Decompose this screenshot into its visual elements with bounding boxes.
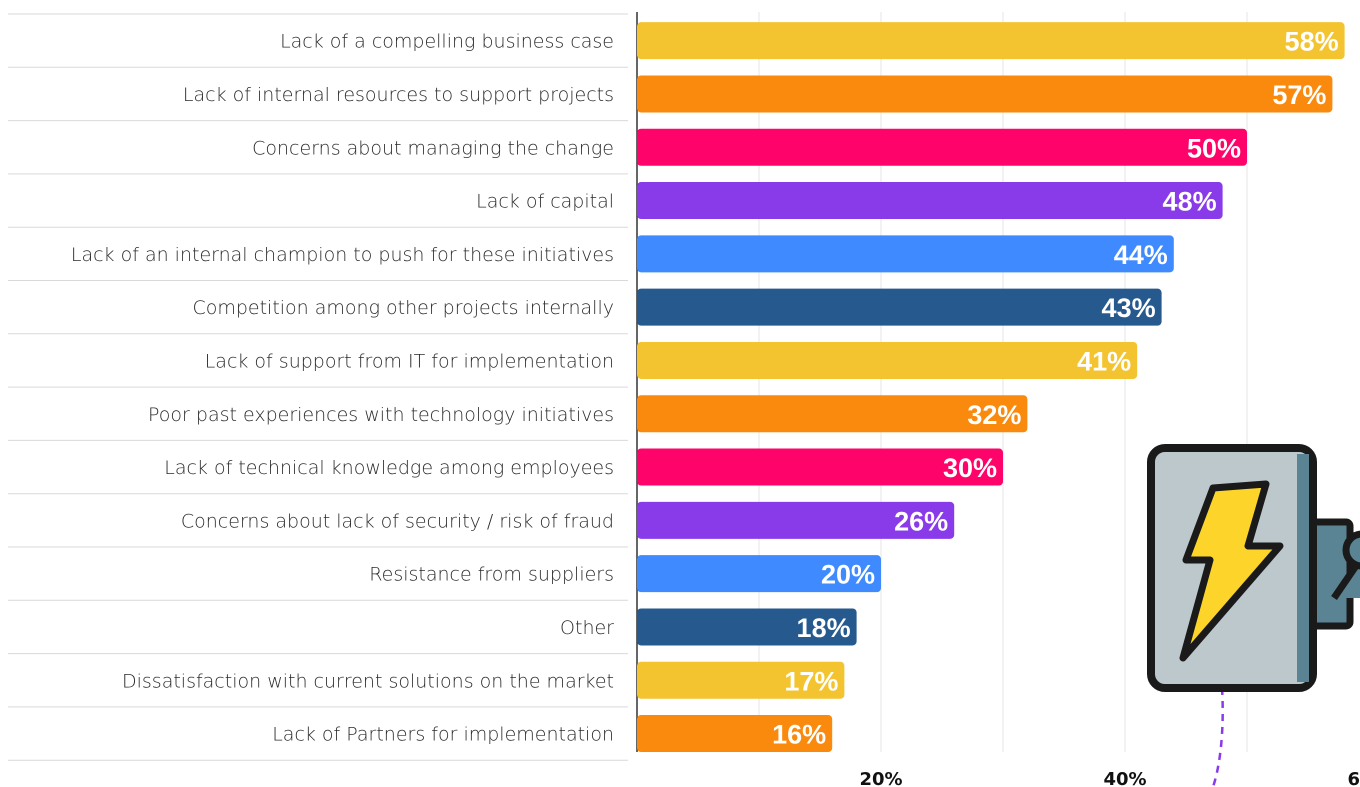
bar [637, 395, 1028, 433]
category-label: Concerns about managing the change [252, 137, 614, 159]
category-label: Competition among other projects interna… [192, 297, 614, 319]
bar [637, 128, 1247, 166]
bar [637, 235, 1174, 273]
value-label: 43% [1102, 293, 1156, 323]
row-separators [8, 13, 628, 761]
category-label: Lack of internal resources to support pr… [183, 84, 614, 106]
value-label: 20% [821, 560, 875, 590]
x-tick-labels: 20% 40% 60% [859, 769, 1360, 787]
value-label: 32% [967, 400, 1021, 430]
x-tick-label: 40% [1103, 769, 1146, 787]
value-label: 57% [1272, 80, 1326, 110]
category-label: Other [560, 617, 614, 639]
value-label: 50% [1187, 133, 1241, 163]
lightning-icon [1147, 444, 1360, 787]
category-label: Lack of technical knowledge among employ… [164, 457, 614, 479]
value-labels: 58% 57% 50% 48% 44% 43% 41% 32% 30% 26% 20% 18% 17% 1… [772, 27, 1338, 750]
value-label: 16% [772, 720, 826, 750]
x-tick-label: 20% [859, 769, 902, 787]
bar [637, 661, 845, 699]
category-label: Poor past experiences with technology in… [148, 404, 614, 426]
x-tick-label: 60% [1347, 769, 1360, 787]
bar [637, 501, 955, 539]
bar [637, 555, 881, 593]
category-label: Lack of support from IT for implementati… [205, 350, 614, 372]
value-label: 41% [1077, 346, 1131, 376]
category-label: Concerns about lack of security / risk o… [181, 510, 614, 532]
category-label: Lack of an internal champion to push for… [71, 244, 614, 266]
category-label: Dissatisfaction with current solutions o… [122, 670, 614, 692]
category-label: Lack of a compelling business case [280, 31, 614, 53]
bar [637, 341, 1138, 379]
bar [637, 75, 1333, 113]
category-label: Resistance from suppliers [369, 564, 614, 586]
bar [637, 182, 1223, 220]
value-label: 48% [1163, 187, 1217, 217]
value-label: 58% [1285, 27, 1339, 57]
value-label: 26% [894, 506, 948, 536]
bar [637, 22, 1345, 60]
value-label: 44% [1114, 240, 1168, 270]
bar [637, 715, 833, 753]
category-label: Lack of capital [476, 191, 614, 213]
bar [637, 608, 857, 646]
value-label: 30% [943, 453, 997, 483]
bar [637, 448, 1003, 486]
bar [637, 288, 1162, 326]
category-label: Lack of Partners for implementation [272, 724, 614, 746]
value-label: 18% [797, 613, 851, 643]
value-label: 17% [784, 666, 838, 696]
bars [637, 22, 1345, 753]
